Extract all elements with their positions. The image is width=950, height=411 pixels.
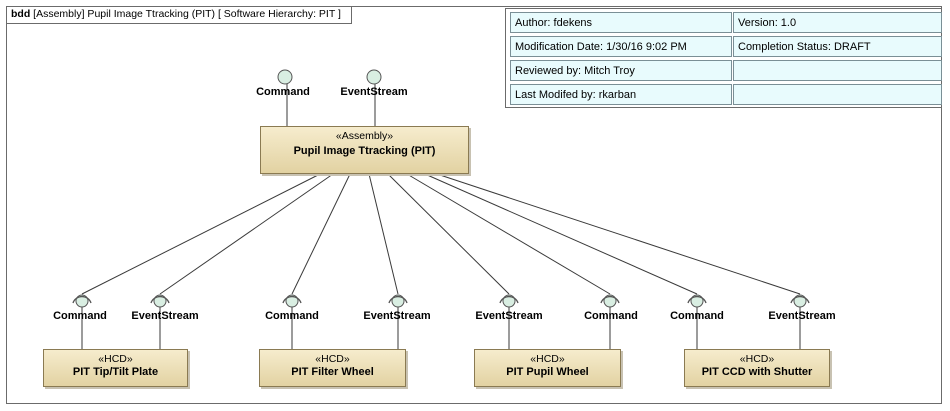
port-label: Command: [53, 310, 107, 322]
component-name: PIT Pupil Wheel: [506, 366, 589, 378]
component-name: PIT Filter Wheel: [291, 366, 374, 378]
component-block-ccd-with-shutter[interactable]: «HCD» PIT CCD with Shutter: [684, 349, 830, 387]
info-version: Version: 1.0: [733, 12, 942, 33]
port-command-icon: [72, 294, 92, 308]
component-stereotype: «HCD»: [739, 353, 775, 365]
port-command-icon: [282, 294, 302, 308]
diagram-kind: bdd: [11, 8, 31, 20]
port-eventstream-icon: [388, 294, 408, 308]
port-label: EventStream: [768, 310, 836, 322]
diagram-title: [Assembly] Pupil Image Ttracking (PIT) […: [33, 8, 341, 20]
component-name: PIT CCD with Shutter: [701, 366, 813, 378]
assembly-block[interactable]: «Assembly» Pupil Image Ttracking (PIT): [260, 126, 469, 174]
port-label: EventStream: [131, 310, 199, 322]
port-label: Command: [670, 310, 724, 322]
connector-line: [424, 173, 698, 295]
connector-line: [159, 173, 334, 295]
info-author: Author: fdekens: [510, 12, 732, 33]
component-stereotype: «HCD»: [98, 353, 133, 365]
frame-header: bdd [Assembly] Pupil Image Ttracking (PI…: [7, 7, 352, 24]
component-block-pupil-wheel[interactable]: «HCD» PIT Pupil Wheel: [474, 349, 621, 387]
connector-line: [368, 173, 399, 295]
component-block-filter-wheel[interactable]: «HCD» PIT Filter Wheel: [259, 349, 406, 387]
assembly-stereotype: «Assembly»: [335, 130, 394, 142]
info-reviewed-by: Reviewed by: Mitch Troy: [510, 60, 732, 81]
component-stereotype: «HCD»: [530, 353, 565, 365]
diagram-frame: bdd [Assembly] Pupil Image Ttracking (PI…: [6, 6, 942, 404]
info-completion-status: Completion Status: DRAFT: [733, 36, 942, 57]
connector-line: [291, 173, 351, 295]
component-block-tip-tilt-plate[interactable]: «HCD» PIT Tip/Tilt Plate: [43, 349, 188, 387]
info-empty-cell: [733, 84, 942, 105]
assembly-port-label-eventstream: EventStream: [340, 86, 408, 98]
port-command-icon: [687, 294, 707, 308]
port-label: EventStream: [475, 310, 543, 322]
assembly-port-label-command: Command: [256, 86, 310, 98]
assembly-command-port-icon: [277, 69, 293, 85]
connector-line: [81, 173, 321, 295]
port-command-icon: [600, 294, 620, 308]
connector-line: [406, 173, 611, 295]
port-eventstream-icon: [499, 294, 519, 308]
info-last-modified-by: Last Modifed by: rkarban: [510, 84, 732, 105]
assembly-name: Pupil Image Ttracking (PIT): [293, 145, 436, 157]
connector-line: [387, 173, 510, 295]
info-empty-cell: [733, 60, 942, 81]
info-modification-date: Modification Date: 1/30/16 9:02 PM: [510, 36, 732, 57]
connector-line: [436, 173, 801, 295]
port-eventstream-icon: [150, 294, 170, 308]
port-label: Command: [584, 310, 638, 322]
component-stereotype: «HCD»: [315, 353, 350, 365]
port-label: EventStream: [363, 310, 431, 322]
port-eventstream-icon: [790, 294, 810, 308]
port-label: Command: [265, 310, 319, 322]
info-table: Author: fdekens Version: 1.0 Modificatio…: [505, 8, 942, 108]
assembly-eventstream-port-icon: [366, 69, 382, 85]
component-name: PIT Tip/Tilt Plate: [72, 366, 159, 378]
